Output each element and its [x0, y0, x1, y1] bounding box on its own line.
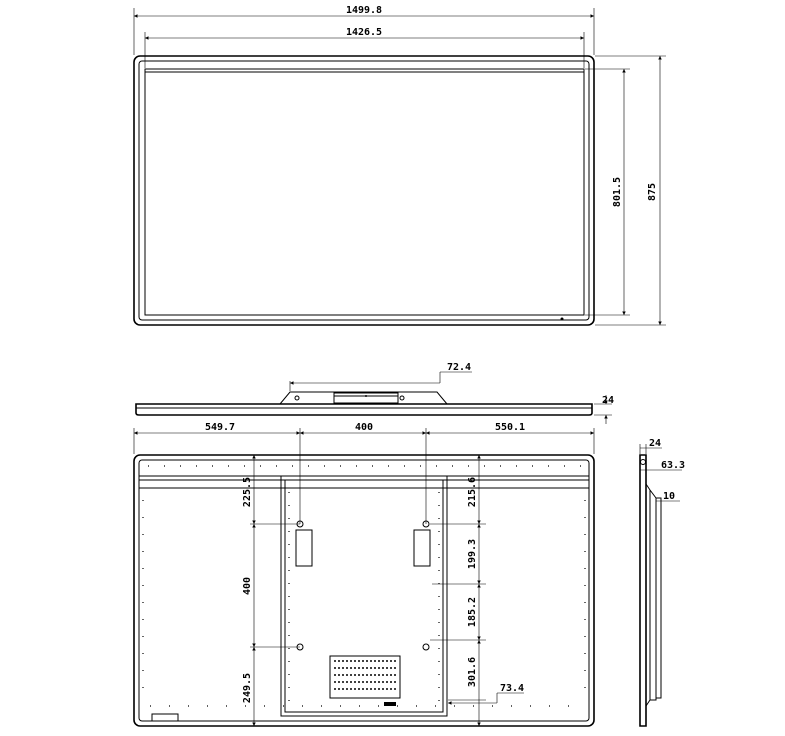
- top-view: 72.4 24: [135, 362, 614, 424]
- side-panel: [639, 454, 647, 727]
- dim-overall-width: 1499.8: [346, 5, 382, 16]
- rear-label-left: [295, 529, 313, 567]
- dim-side-small: 10: [663, 491, 675, 502]
- rear-vent-grille: [329, 655, 401, 699]
- dim-vesa-width: 400: [355, 422, 373, 433]
- dim-right-offset: 550.1: [495, 422, 525, 433]
- dim-right-3: 301.6: [467, 657, 478, 687]
- dim-screen-width: 1426.5: [346, 27, 382, 38]
- front-outer-bezel: [133, 55, 595, 326]
- top-bracket-hole: [294, 395, 300, 401]
- rear-io-port: [151, 713, 179, 722]
- dim-overall-height: 875: [647, 183, 658, 201]
- side-bracket: [655, 497, 662, 699]
- top-bracket-screw: [365, 395, 367, 397]
- rear-label-right: [413, 529, 431, 567]
- front-view: 1499.8 1426.5 801.5 875: [133, 5, 666, 326]
- dim-bottom-offset-left: 249.5: [242, 673, 253, 703]
- dim-left-offset: 549.7: [205, 422, 235, 433]
- top-bracket: [279, 391, 448, 405]
- dim-vesa-height: 400: [242, 577, 253, 595]
- rear-power-connector: [384, 702, 396, 706]
- front-screen: [144, 68, 585, 316]
- side-button: [640, 459, 646, 465]
- dim-top-offset-left: 225.5: [242, 477, 253, 507]
- side-back-cover: [645, 483, 657, 707]
- rear-vent-slots: [334, 660, 396, 690]
- front-inner-bezel: [138, 60, 590, 321]
- rear-view: 549.7 400 550.1 225.5 400 249.5 215.6 19…: [133, 422, 595, 727]
- rear-mount-plate-inner: [284, 479, 444, 713]
- dim-right-1: 199.3: [467, 539, 478, 569]
- dim-side-depth: 63.3: [661, 460, 685, 471]
- top-bracket-plate: [333, 392, 399, 404]
- rear-outer: [133, 454, 595, 727]
- dim-panel-thickness: 24: [602, 395, 614, 406]
- dim-top-offset-right: 215.6: [467, 477, 478, 507]
- vesa-hole: [422, 643, 430, 651]
- rear-inner: [138, 459, 590, 722]
- dim-bracket-depth: 72.4: [447, 362, 471, 373]
- side-view: 24 63.3 10: [639, 438, 685, 727]
- top-bracket-hole: [399, 395, 405, 401]
- dim-right-2: 185.2: [467, 597, 478, 627]
- rear-top-rail: [138, 475, 590, 489]
- rear-mount-plate: [280, 475, 448, 717]
- power-led: [560, 317, 564, 321]
- top-panel: [135, 403, 593, 416]
- dim-screen-height: 801.5: [612, 177, 623, 207]
- dim-side-thickness: 24: [649, 438, 661, 449]
- dim-bottom-small: 73.4: [500, 683, 524, 694]
